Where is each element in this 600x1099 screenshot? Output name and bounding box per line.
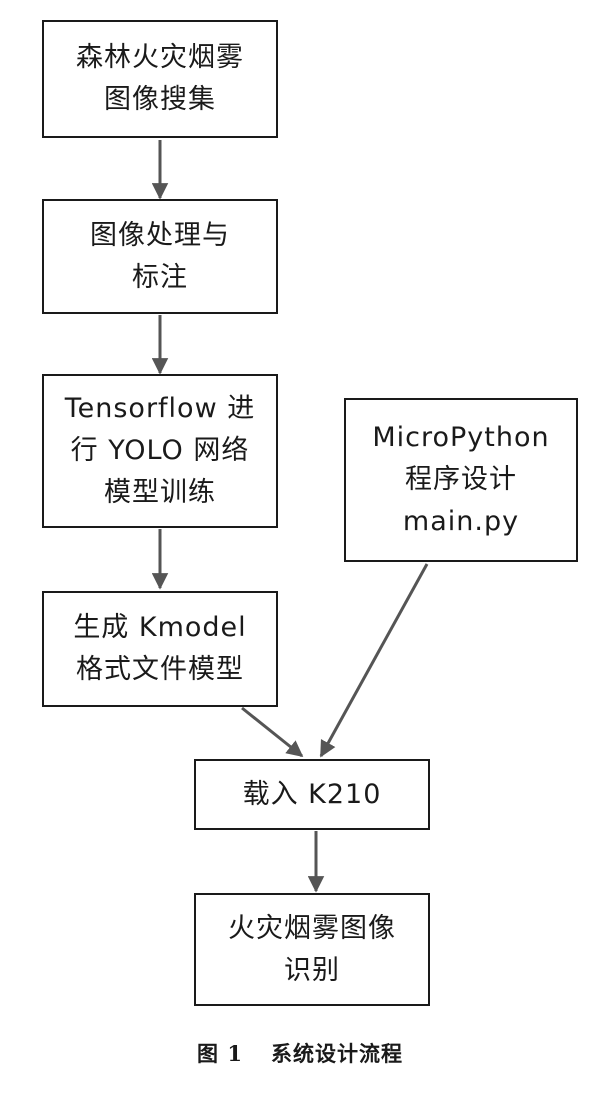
node-image-collection: 森林火灾烟雾 图像搜集 bbox=[42, 20, 278, 138]
node-label-line: 载入 K210 bbox=[242, 778, 382, 810]
node-label-line: 图像搜集 bbox=[104, 84, 216, 115]
node-smoke-recognition: 火灾烟雾图像 识别 bbox=[194, 893, 430, 1006]
node-label-line: 识别 bbox=[284, 954, 340, 986]
node-kmodel-generation: 生成 Kmodel 格式文件模型 bbox=[42, 591, 278, 707]
node-label-line: 模型训练 bbox=[104, 477, 216, 508]
node-label-line: 格式文件模型 bbox=[76, 654, 244, 685]
node-yolo-training: Tensorflow 进 行 YOLO 网络 模型训练 bbox=[42, 374, 278, 528]
node-label-line: Tensorflow 进 bbox=[64, 393, 256, 424]
node-label-line: 行 YOLO 网络 bbox=[70, 435, 250, 466]
arrow-micropython-to-load bbox=[319, 563, 429, 758]
arrow-kmodel-to-load bbox=[241, 706, 304, 758]
node-load-k210: 载入 K210 bbox=[194, 759, 430, 830]
node-label-line: 火灾烟雾图像 bbox=[228, 912, 396, 944]
node-label-line: 森林火灾烟雾 bbox=[76, 42, 244, 73]
node-micropython-program: MicroPython 程序设计 main.py bbox=[344, 398, 578, 562]
node-label-line: 图像处理与 bbox=[90, 219, 230, 251]
node-label-line: main.py bbox=[402, 506, 520, 537]
node-image-processing: 图像处理与 标注 bbox=[42, 199, 278, 314]
node-label-line: 标注 bbox=[132, 261, 188, 293]
node-label-line: 生成 Kmodel bbox=[73, 612, 247, 643]
node-label-line: MicroPython bbox=[372, 422, 550, 453]
node-label-line: 程序设计 bbox=[405, 464, 517, 495]
figure-title: 系统设计流程 bbox=[270, 1041, 403, 1066]
figure-number: 图 1 bbox=[197, 1041, 243, 1066]
figure-caption: 图 1 系统设计流程 bbox=[0, 1038, 600, 1068]
